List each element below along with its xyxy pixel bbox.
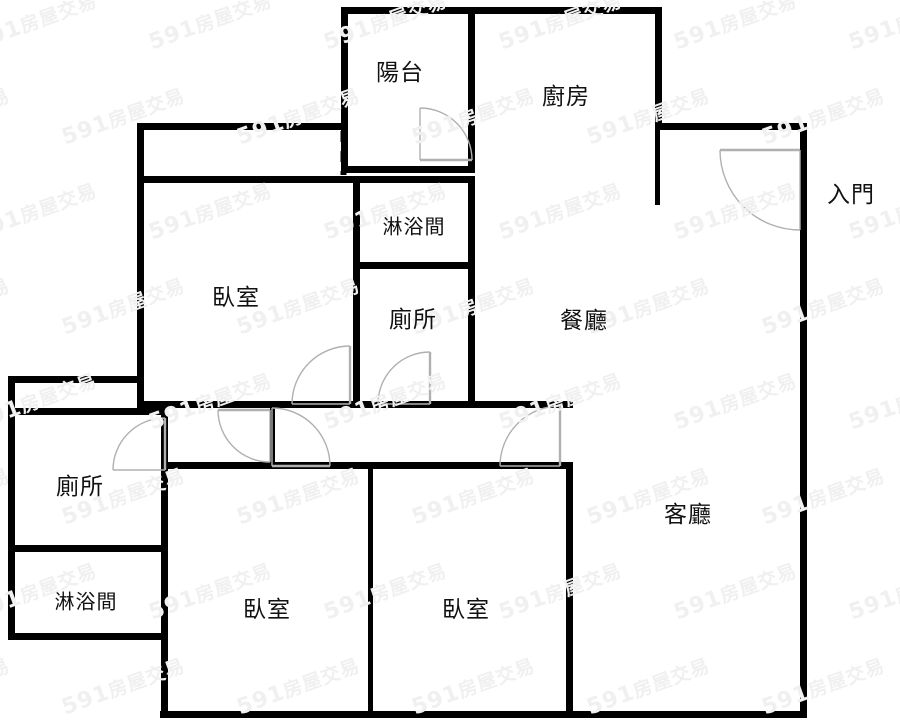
wall-balcony-bottom bbox=[341, 166, 475, 173]
wall-hall-top-right bbox=[468, 401, 573, 408]
wall-bath-block-left bbox=[353, 176, 360, 408]
door-arc bbox=[291, 345, 351, 405]
wall-bedroom1-top bbox=[137, 176, 475, 183]
door-arc bbox=[419, 107, 473, 161]
wall-entry-top bbox=[655, 123, 807, 130]
wall-shower1-bottom bbox=[353, 262, 475, 269]
annotation-label-entrance: 入門 bbox=[827, 182, 875, 208]
doors-group bbox=[112, 107, 801, 471]
wall-outer-bottom bbox=[160, 711, 807, 718]
wall-left-annex-top bbox=[8, 376, 144, 383]
door-arc bbox=[112, 417, 166, 471]
room-label-bedroom3: 臥室 bbox=[442, 597, 490, 623]
door-toilet2-door bbox=[112, 417, 167, 471]
room-label-bedroom2: 臥室 bbox=[243, 597, 291, 623]
wall-balcony-left bbox=[341, 7, 348, 173]
wall-balcony-right bbox=[468, 7, 475, 173]
room-label-shower1: 淋浴間 bbox=[382, 214, 446, 239]
wall-bedroom2-3-divider bbox=[368, 462, 373, 718]
wall-bath-block-right bbox=[468, 176, 475, 408]
room-label-kitchen: 廚房 bbox=[542, 84, 590, 110]
room-label-bedroom1: 臥室 bbox=[212, 285, 260, 311]
wall-balcony-top bbox=[341, 7, 475, 14]
wall-upper-left-left bbox=[137, 123, 144, 408]
wall-kitchen-top bbox=[475, 7, 662, 14]
room-label-living: 客廳 bbox=[664, 502, 712, 528]
door-bedroom1-door bbox=[291, 345, 352, 405]
wall-upper-left-top bbox=[137, 123, 348, 130]
wall-kitchen-stub-vertical bbox=[655, 130, 660, 205]
door-bedroom2-door bbox=[271, 407, 331, 468]
wall-toilet2-bottom bbox=[8, 545, 168, 552]
room-label-balcony: 陽台 bbox=[376, 60, 424, 86]
door-arc bbox=[217, 409, 271, 463]
wall-left-annex-left bbox=[8, 376, 15, 640]
door-hall-door bbox=[217, 408, 271, 463]
door-arc bbox=[719, 149, 801, 231]
wall-bedroom3-living-divider bbox=[566, 462, 573, 718]
door-entrance-door bbox=[719, 148, 801, 231]
wall-kitchen-right-upper bbox=[655, 7, 662, 130]
wall-toilet2-top bbox=[8, 408, 168, 415]
door-balcony-door bbox=[419, 107, 473, 162]
door-toilet1-door bbox=[377, 351, 432, 405]
room-label-toilet1: 廁所 bbox=[389, 307, 437, 333]
wall-hall-left-wall bbox=[161, 408, 168, 718]
room-label-shower2: 淋浴間 bbox=[54, 589, 118, 614]
door-arc bbox=[377, 351, 431, 405]
wall-shower2-bottom bbox=[8, 633, 168, 640]
wall-hall-bottom bbox=[161, 462, 573, 469]
room-label-toilet2: 廁所 bbox=[56, 474, 104, 500]
room-label-dining: 餐廳 bbox=[560, 308, 608, 334]
door-bedroom3-door bbox=[499, 405, 562, 467]
wall-outer-right bbox=[800, 123, 807, 718]
door-arc bbox=[271, 407, 331, 467]
door-arc bbox=[499, 405, 561, 467]
